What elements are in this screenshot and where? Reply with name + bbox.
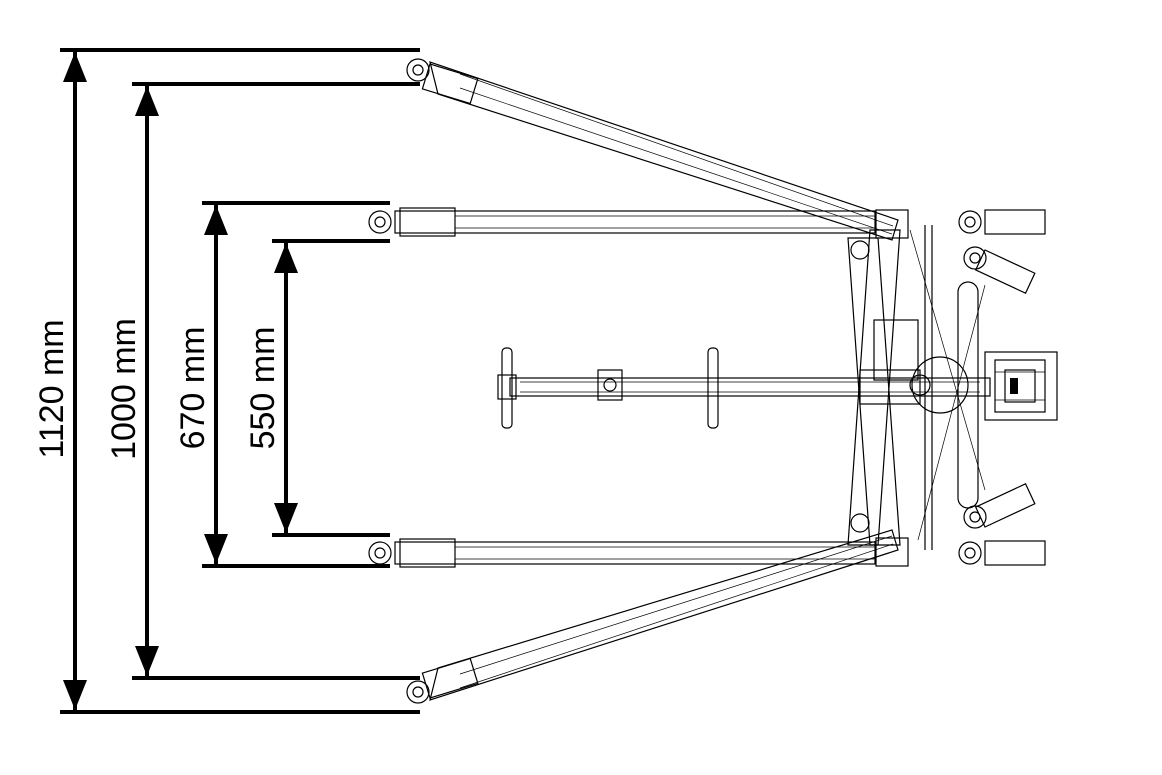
- motor-unit: [984, 351, 1058, 421]
- dimension-670: 670 mm: [172, 201, 390, 568]
- arrow-down-icon: [274, 503, 298, 533]
- dimension-label-1120: 1120 mm: [33, 319, 71, 458]
- chassis-frame: [847, 209, 986, 567]
- dimension-550: 550 mm: [242, 239, 390, 537]
- arrow-down-icon: [63, 680, 87, 710]
- arrow-up-icon: [274, 243, 298, 273]
- arrow-up-icon: [204, 205, 228, 235]
- dimension-label-1000: 1000 mm: [105, 318, 143, 460]
- arrow-down-icon: [135, 646, 159, 676]
- dimension-1000: 1000 mm: [102, 82, 420, 680]
- straight-leg-top: [394, 207, 876, 237]
- spreader-bar: [497, 347, 991, 429]
- arrow-up-icon: [63, 52, 87, 82]
- straight-leg-bottom: [394, 538, 876, 568]
- dimension-label-550: 550 mm: [244, 327, 282, 450]
- dimension-1120: 1120 mm: [30, 48, 420, 714]
- caster-wheel-icon: [368, 58, 1046, 704]
- arrow-up-icon: [135, 86, 159, 116]
- diagonal-leg-top: [421, 61, 899, 241]
- dimension-label-670: 670 mm: [174, 327, 212, 450]
- diagonal-leg-bottom: [421, 529, 899, 701]
- arrow-down-icon: [204, 534, 228, 564]
